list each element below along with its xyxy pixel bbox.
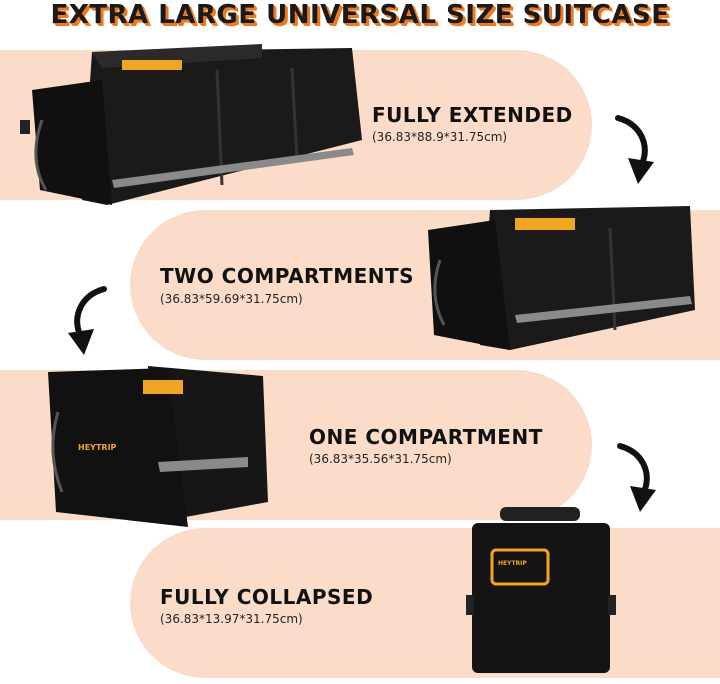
band-fully-collapsed xyxy=(130,528,720,678)
dims-fully-collapsed: (36.83*13.97*31.75cm) xyxy=(160,612,303,626)
label-fully-extended: FULLY EXTENDED xyxy=(372,103,573,127)
curved-arrow-down-icon xyxy=(615,115,654,184)
label-one-compartment: ONE COMPARTMENT xyxy=(309,425,543,449)
dims-fully-extended: (36.83*88.9*31.75cm) xyxy=(372,130,508,144)
dims-two-compartments: (36.83*59.69*31.75cm) xyxy=(160,292,303,306)
organizer-fully-extended-image xyxy=(20,44,362,205)
label-two-compartments: TWO COMPARTMENTS xyxy=(160,264,415,288)
curved-arrow-down-icon xyxy=(617,443,656,512)
dims-one-compartment: (36.83*35.56*31.75cm) xyxy=(309,452,452,466)
organizer-fully-collapsed-image: HEYTRIP xyxy=(466,507,616,673)
organizer-one-compartment-image: HEYTRIP xyxy=(48,366,268,527)
page-title: EXTRA LARGE UNIVERSAL SIZE SUITCASE xyxy=(50,0,670,30)
curved-arrow-down-icon xyxy=(68,286,107,355)
brand-logo: HEYTRIP xyxy=(78,443,117,452)
svg-text:HEYTRIP: HEYTRIP xyxy=(498,560,527,567)
organizer-two-compartments-image xyxy=(428,206,695,350)
label-fully-collapsed: FULLY COLLAPSED xyxy=(160,585,374,609)
